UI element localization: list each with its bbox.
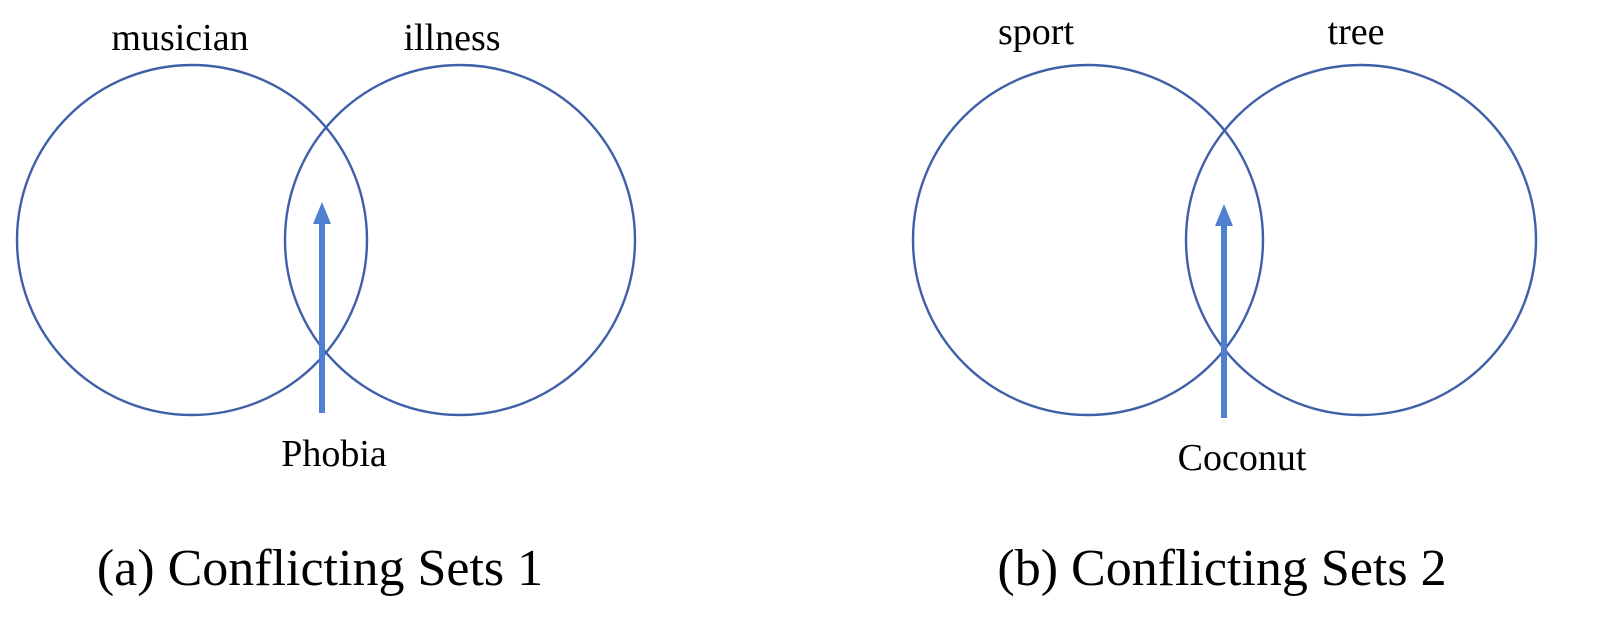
- arrow-up-icon: [1215, 204, 1233, 226]
- arrow-up-icon: [313, 202, 331, 224]
- set-label-sport: sport: [998, 11, 1074, 53]
- caption-a: (a) Conflicting Sets 1: [97, 540, 543, 597]
- intersection-item-coconut: Coconut: [1178, 437, 1307, 479]
- set-circle-illness: [283, 63, 637, 417]
- intersection-item-phobia: Phobia: [281, 433, 387, 475]
- panel-a: musician illness Phobia (a) Conflicting …: [15, 17, 637, 597]
- caption-b: (b) Conflicting Sets 2: [997, 540, 1446, 597]
- set-label-tree: tree: [1328, 11, 1385, 53]
- panel-b: sport tree Coconut (b) Conflicting Sets …: [911, 11, 1538, 597]
- set-label-illness: illness: [403, 17, 500, 59]
- set-label-musician: musician: [111, 17, 248, 59]
- set-circle-sport: [911, 63, 1265, 417]
- set-circle-musician: [15, 63, 369, 417]
- set-circle-tree: [1184, 63, 1538, 417]
